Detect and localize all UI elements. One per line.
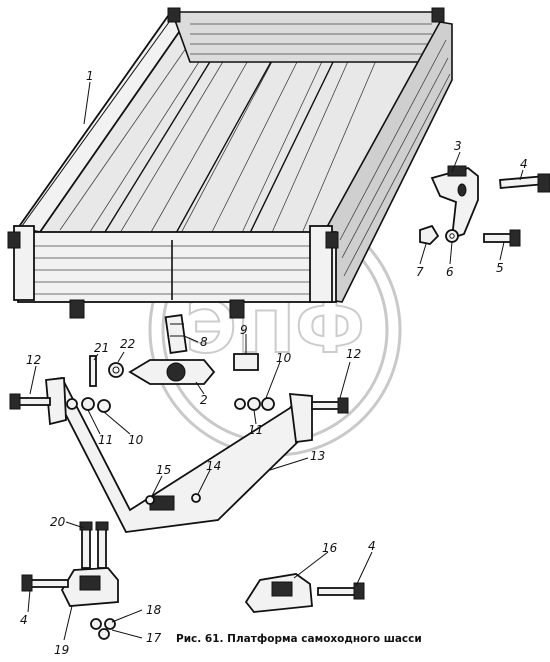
callout-15: 15 (156, 463, 171, 477)
callout-4-right: 4 (368, 539, 376, 553)
callout-10-left: 10 (128, 433, 144, 447)
callout-5: 5 (496, 261, 504, 275)
callout-20: 20 (50, 515, 66, 529)
callout-18: 18 (146, 603, 162, 617)
leader-lines (27, 81, 524, 641)
bolts-part-20 (79, 521, 109, 569)
bolt-part-4-right (317, 582, 365, 600)
washer-part-14 (191, 493, 201, 503)
bolt-part-12-left (9, 393, 51, 410)
callout-17: 17 (146, 631, 162, 645)
bracket-part-3 (430, 165, 479, 240)
callout-6: 6 (446, 265, 454, 279)
nut-part-7 (419, 224, 440, 245)
callout-8: 8 (200, 335, 208, 349)
callout-9: 9 (240, 323, 248, 337)
u-frame-part-13 (45, 376, 313, 533)
callout-16: 16 (322, 541, 338, 555)
callout-21: 21 (94, 341, 109, 355)
callout-22: 22 (120, 337, 135, 351)
callout-10-right: 10 (276, 351, 292, 365)
bolt-part-12-right (311, 397, 349, 414)
figure-caption: Рис. 61. Платформа самоходного шасси (176, 633, 422, 645)
callout-4-left: 4 (20, 613, 28, 627)
callout-12-right: 12 (346, 347, 361, 361)
callout-11-right: 11 (248, 423, 263, 437)
callout-7: 7 (416, 265, 424, 279)
washer-part-15 (145, 495, 155, 505)
bolt-part-5 (483, 229, 521, 247)
callout-3: 3 (454, 139, 462, 153)
callout-2: 2 (200, 393, 208, 407)
washers-part-10-11-right (234, 397, 275, 411)
callout-11-left: 11 (98, 433, 113, 447)
callout-1: 1 (86, 69, 94, 83)
callout-12-left: 12 (26, 353, 41, 367)
nuts-part-17-18 (90, 618, 116, 640)
callout-19: 19 (54, 643, 69, 657)
crossmember-part-2 (128, 314, 216, 385)
callout-13: 13 (310, 449, 325, 463)
platform-body (7, 7, 453, 319)
callout-4-top: 4 (520, 157, 528, 171)
pin-part-21 (89, 355, 97, 387)
sleeve-part-9 (233, 353, 259, 371)
washers-part-10-11-left (66, 397, 111, 413)
bolt-part-4-top (499, 173, 550, 193)
callout-labels: 1 2 3 4 5 6 7 8 9 10 10 11 11 12 12 13 1… (20, 69, 528, 657)
bolt-part-4-left (21, 574, 69, 592)
callout-14: 14 (206, 459, 221, 473)
